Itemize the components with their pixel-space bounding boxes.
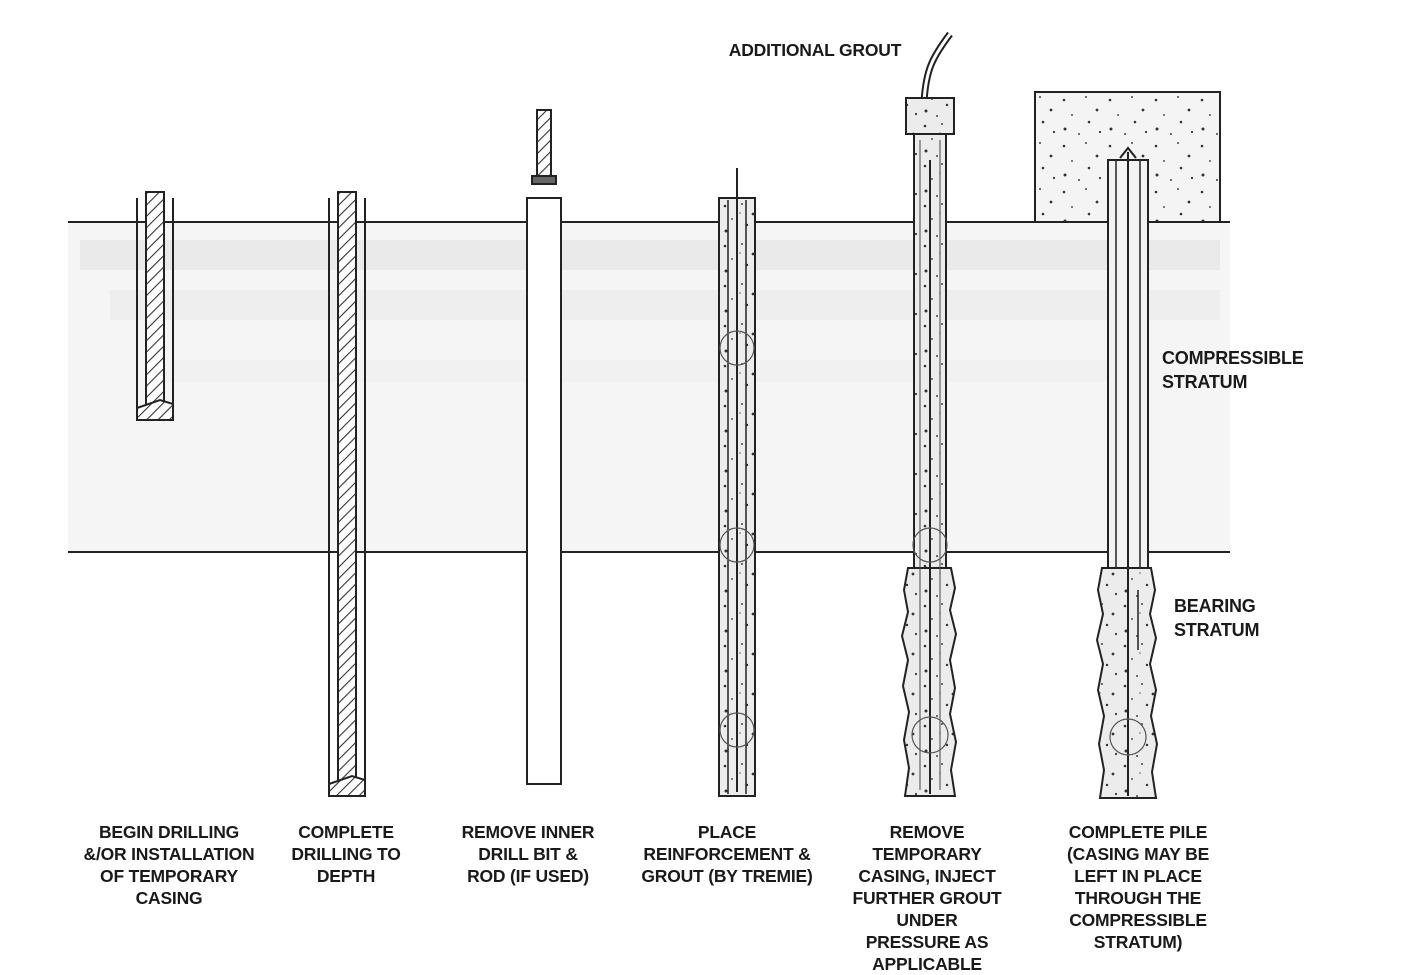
smudge-band-2 (110, 290, 1220, 320)
centraliser-icon (719, 330, 755, 366)
step-1-casing-begin (136, 191, 174, 421)
step-2-caption: COMPLETE DRILLING TO DEPTH (291, 822, 401, 886)
step-6-complete-pile (1034, 91, 1221, 799)
bearing-stratum-label: BEARING STRATUM (1174, 596, 1260, 640)
compressible-stratum-label: COMPRESSIBLE STRATUM (1162, 348, 1304, 392)
drill-bit-icon (328, 774, 366, 797)
ground-band (68, 222, 1230, 552)
smudge-band-1 (80, 240, 1220, 270)
step-3-caption: REMOVE INNER DRILL BIT & ROD (IF USED) (461, 822, 595, 886)
centraliser-icon (1109, 718, 1147, 756)
step-4-caption: PLACE REINFORCEMENT & GROUT (BY TREMIE) (641, 822, 813, 886)
casing-hatch (337, 191, 357, 785)
drill-rod-icon (536, 109, 552, 177)
ground-strata (68, 221, 1230, 553)
centraliser-icon (912, 527, 948, 563)
additional-grout-label: ADDITIONAL GROUT (728, 40, 902, 60)
grout-cap-icon (905, 97, 955, 135)
rebar-head-icon (1119, 146, 1137, 159)
drill-bit-icon (136, 398, 174, 421)
casing-hatch (145, 191, 165, 421)
step-6-caption: COMPLETE PILE (CASING MAY BE LEFT IN PLA… (1066, 822, 1210, 952)
step-5-pressure-grout (900, 31, 958, 797)
empty-casing (526, 197, 562, 785)
centraliser-icon (719, 527, 755, 563)
step-3-remove-drill-rod (526, 109, 562, 785)
step-5-caption: REMOVE TEMPORARY CASING, INJECT FURTHER … (852, 822, 1002, 974)
smudge-band-3 (160, 360, 1110, 382)
drill-bit-icon (531, 175, 557, 185)
centraliser-icon (911, 716, 949, 754)
step-1-caption: BEGIN DRILLING &/OR INSTALLATION OF TEMP… (83, 822, 255, 908)
step-2-drilling-complete (328, 191, 366, 797)
centraliser-icon (719, 712, 755, 748)
step-4-reinforcement-grout (718, 168, 756, 797)
grout-hose-core (922, 33, 952, 103)
